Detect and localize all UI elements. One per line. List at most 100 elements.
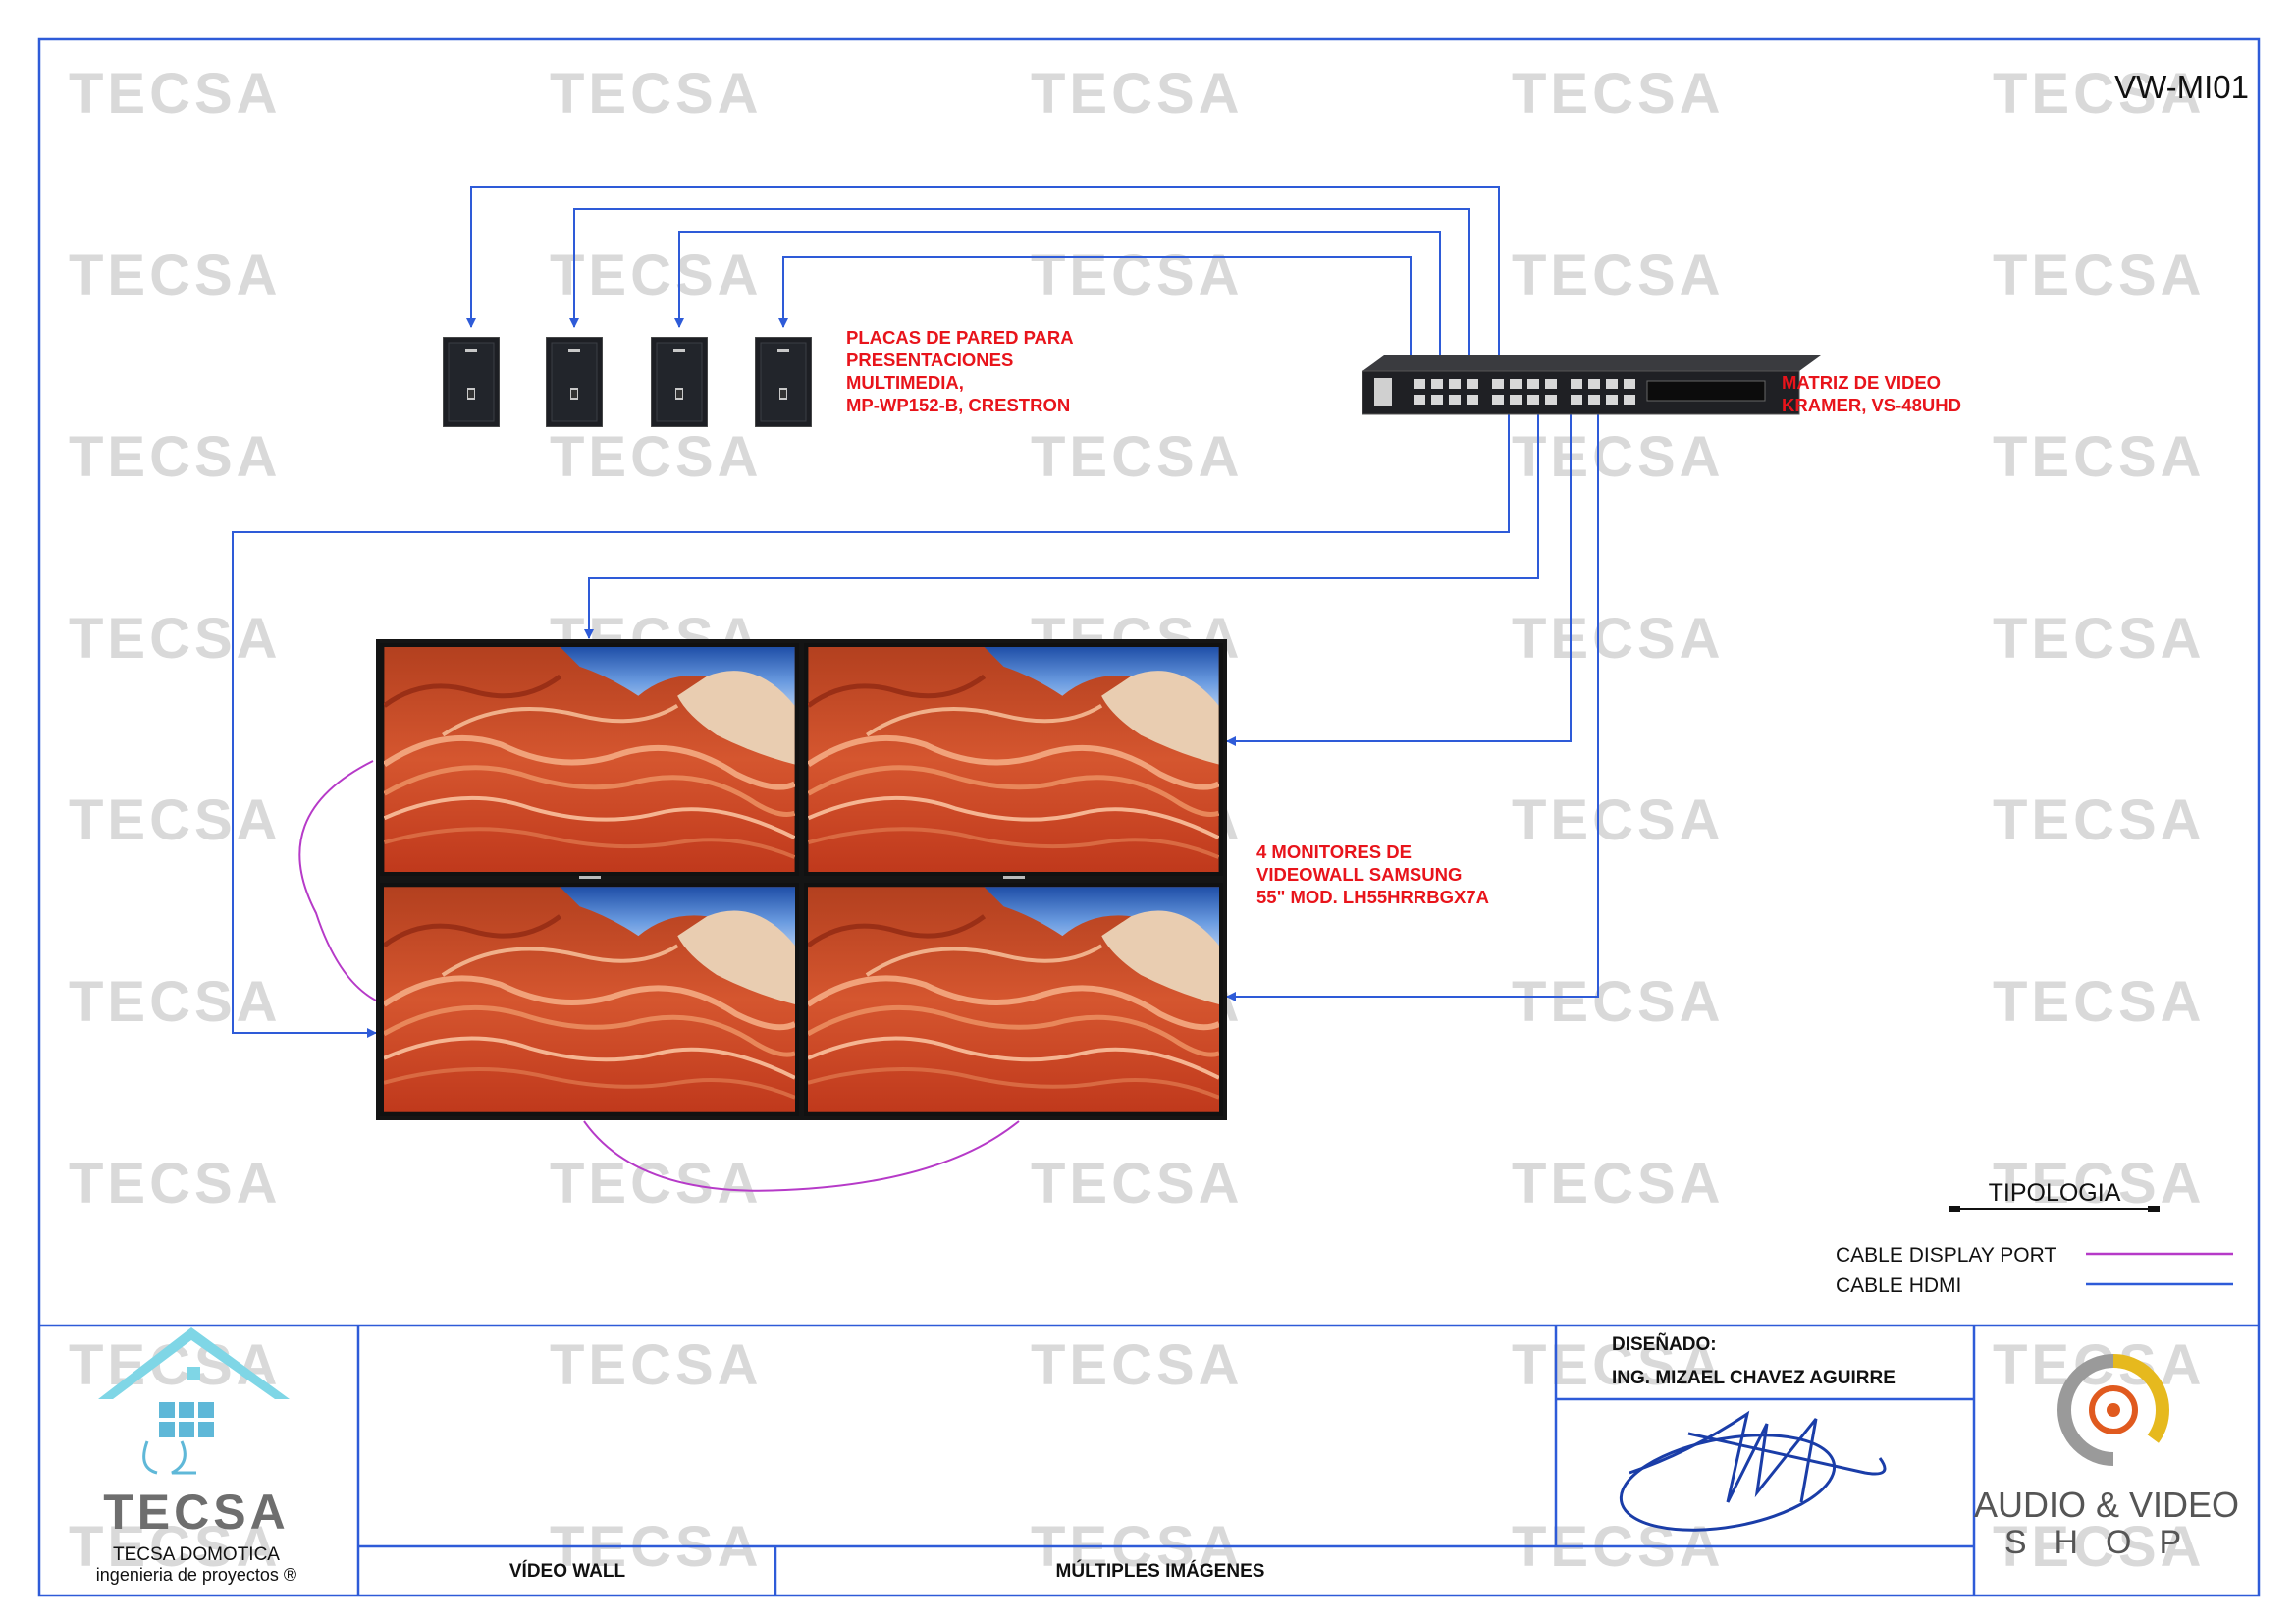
drawing-border — [37, 37, 2261, 1597]
hdmi-cable-plate-1 — [466, 186, 1500, 357]
tecsa-watermark: TECSA — [1993, 243, 2206, 307]
tecsa-watermark: TECSA — [1512, 1333, 1725, 1397]
tecsa-watermark: TECSA — [1031, 243, 1244, 307]
designer-name: ING. MIZAEL CHAVEZ AGUIRRE — [1612, 1368, 1896, 1388]
tecsa-watermark: TECSA — [69, 62, 282, 126]
matrix-button — [1571, 395, 1582, 405]
matrix-button — [1510, 379, 1522, 389]
tecsa-watermark: TECSA — [1512, 425, 1725, 489]
videowall-monitor-icon — [380, 643, 799, 876]
wall-plates — [443, 337, 812, 427]
tecsa-watermark: TECSA — [69, 1515, 282, 1579]
designed-label: DISEÑADO: — [1612, 1333, 1717, 1355]
tecsa-watermark: TECSA — [1031, 62, 1244, 126]
monitors-label: 4 MONITORES DE VIDEOWALL SAMSUNG 55" MOD… — [1256, 841, 1489, 907]
matrix-button — [1588, 395, 1600, 405]
tecsa-watermark: TECSA — [69, 243, 282, 307]
matrix-button — [1624, 395, 1635, 405]
tecsa-watermark: TECSA — [550, 62, 763, 126]
matrix-button — [1414, 379, 1425, 389]
videowall-monitor-icon — [380, 883, 799, 1116]
matrix-button — [1431, 395, 1443, 405]
displayport-cable-left — [298, 760, 379, 1002]
wall-plates-label: PLACAS DE PARED PARA PRESENTACIONES MULT… — [846, 327, 1078, 415]
partner-logo-line2: SHOP — [2004, 1524, 2209, 1561]
matrix-button — [1571, 379, 1582, 389]
video-matrix-switcher-icon — [1362, 355, 1821, 415]
hdmi-cable-monitor-bottom-right — [1226, 414, 1599, 1001]
legend-item-hdmi: CABLE HDMI — [1836, 1274, 1961, 1297]
sheet-description: MÚLTIPLES IMÁGENES — [1056, 1560, 1265, 1582]
matrix-label: MATRIZ DE VIDEO KRAMER, VS-48UHD — [1782, 372, 1961, 415]
hdmi-wall-plate-icon — [443, 337, 500, 427]
tecsa-watermark: TECSA — [1031, 1333, 1244, 1397]
matrix-button — [1545, 395, 1557, 405]
videowall — [376, 639, 1227, 1120]
tecsa-watermark: TECSA — [1031, 1152, 1244, 1216]
displayport-cables — [298, 760, 1020, 1192]
matrix-button — [1606, 395, 1618, 405]
hdmi-cables-monitors — [232, 414, 1599, 1038]
company-tagline: ingenieria de proyectos ® — [96, 1565, 296, 1585]
tecsa-watermark: TECSA — [1031, 425, 1244, 489]
legend-title: TIPOLOGIA — [1989, 1179, 2121, 1207]
monitors-label-line: 55" MOD. LH55HRRBGX7A — [1256, 887, 1489, 907]
matrix-label-line: KRAMER, VS-48UHD — [1782, 395, 1961, 415]
displayport-cable-bottom — [583, 1120, 1020, 1192]
tecsa-watermark: TECSA — [1512, 243, 1725, 307]
wall-plates-label-line: MULTIMEDIA, — [846, 372, 964, 393]
tecsa-watermark: TECSA — [1993, 1152, 2206, 1216]
hdmi-cable-plate-3 — [674, 231, 1441, 357]
videowall-monitor-icon — [804, 883, 1223, 1116]
company-logo-text: TECSA — [103, 1485, 289, 1540]
matrix-button — [1449, 395, 1461, 405]
wall-plates-label-line: MP-WP152-B, CRESTRON — [846, 395, 1070, 415]
company-name: TECSA DOMOTICA — [113, 1544, 280, 1565]
tecsa-watermark: TECSA — [69, 788, 282, 852]
hdmi-cable-monitor-top-right — [1226, 414, 1572, 746]
tecsa-watermark: TECSA — [1512, 62, 1725, 126]
matrix-button — [1467, 395, 1478, 405]
hdmi-cable-monitor-top-left — [584, 414, 1539, 639]
matrix-button — [1414, 395, 1425, 405]
tecsa-watermark: TECSA — [69, 970, 282, 1034]
monitors-label-line: 4 MONITORES DE — [1256, 841, 1412, 862]
matrix-button — [1527, 395, 1539, 405]
matrix-button — [1545, 379, 1557, 389]
hdmi-wall-plate-icon — [546, 337, 603, 427]
tecsa-watermark: TECSA — [550, 243, 763, 307]
matrix-button — [1606, 379, 1618, 389]
wall-plates-label-line: PRESENTACIONES — [846, 350, 1013, 370]
tecsa-watermark: TECSA — [550, 1152, 763, 1216]
tecsa-watermark: TECSA — [69, 607, 282, 671]
matrix-button — [1431, 379, 1443, 389]
tecsa-watermark: TECSA — [1512, 788, 1725, 852]
matrix-button — [1588, 379, 1600, 389]
hdmi-cable-plate-4 — [778, 256, 1412, 357]
tecsa-watermark: TECSA — [1512, 970, 1725, 1034]
monitors-label-line: VIDEOWALL SAMSUNG — [1256, 864, 1462, 885]
videowall-monitor-icon — [804, 643, 1223, 876]
project-title: VÍDEO WALL — [509, 1560, 626, 1582]
matrix-button — [1527, 379, 1539, 389]
matrix-button — [1467, 379, 1478, 389]
legend: TIPOLOGIA CABLE DISPLAY PORT CABLE HDMI — [1836, 1179, 2233, 1297]
signature-icon — [1619, 1410, 1887, 1532]
hdmi-wall-plate-icon — [755, 337, 812, 427]
matrix-button — [1492, 395, 1504, 405]
tecsa-watermark: TECSA — [69, 1152, 282, 1216]
drawing-code: VW-MI01 — [2114, 69, 2249, 105]
tecsa-watermark: TECSA — [550, 425, 763, 489]
house-logo-icon — [98, 1327, 290, 1475]
tecsa-watermark: TECSA — [1993, 425, 2206, 489]
partner-logo-line1: AUDIO & VIDEO — [1974, 1485, 2239, 1525]
matrix-button — [1449, 379, 1461, 389]
wall-plates-label-line: PLACAS DE PARED PARA — [846, 327, 1073, 348]
tecsa-watermark: TECSA — [1993, 1515, 2206, 1579]
audio-video-shop-logo-icon — [2057, 1354, 2169, 1466]
matrix-button — [1510, 395, 1522, 405]
hdmi-cable-plate-2 — [569, 208, 1470, 357]
legend-item-displayport: CABLE DISPLAY PORT — [1836, 1244, 2056, 1267]
